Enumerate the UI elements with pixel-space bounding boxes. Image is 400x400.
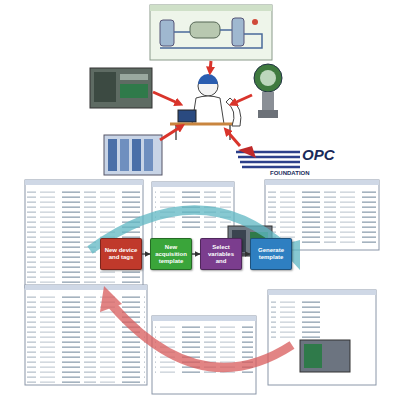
flow-arrow — [242, 253, 250, 254]
rack-module — [104, 135, 162, 175]
return-arrow — [100, 286, 292, 368]
box-label: New device and tags — [102, 247, 140, 261]
forward-arrow — [90, 210, 300, 270]
process-box: New acquisition template — [150, 238, 192, 270]
box-label: Select variables and — [202, 244, 240, 265]
process-box: New device and tags — [100, 238, 142, 270]
scada-screen — [150, 5, 272, 60]
software-screenshots — [25, 180, 379, 394]
plc-device — [90, 68, 152, 108]
process-box: Select variables and — [200, 238, 242, 270]
flow-arrow — [142, 253, 150, 254]
box-label: New acquisition template — [152, 244, 190, 265]
logo-text: FOUNDATION — [270, 170, 310, 176]
flow-arrow — [192, 253, 200, 254]
engineer-figure — [170, 74, 241, 140]
logo-text: OPC — [302, 146, 335, 163]
input-arrows — [153, 61, 252, 146]
process-box: Generate template — [250, 238, 292, 270]
opc-logo — [236, 146, 300, 167]
pressure-transmitter — [254, 64, 282, 118]
box-label: Generate template — [252, 247, 290, 261]
